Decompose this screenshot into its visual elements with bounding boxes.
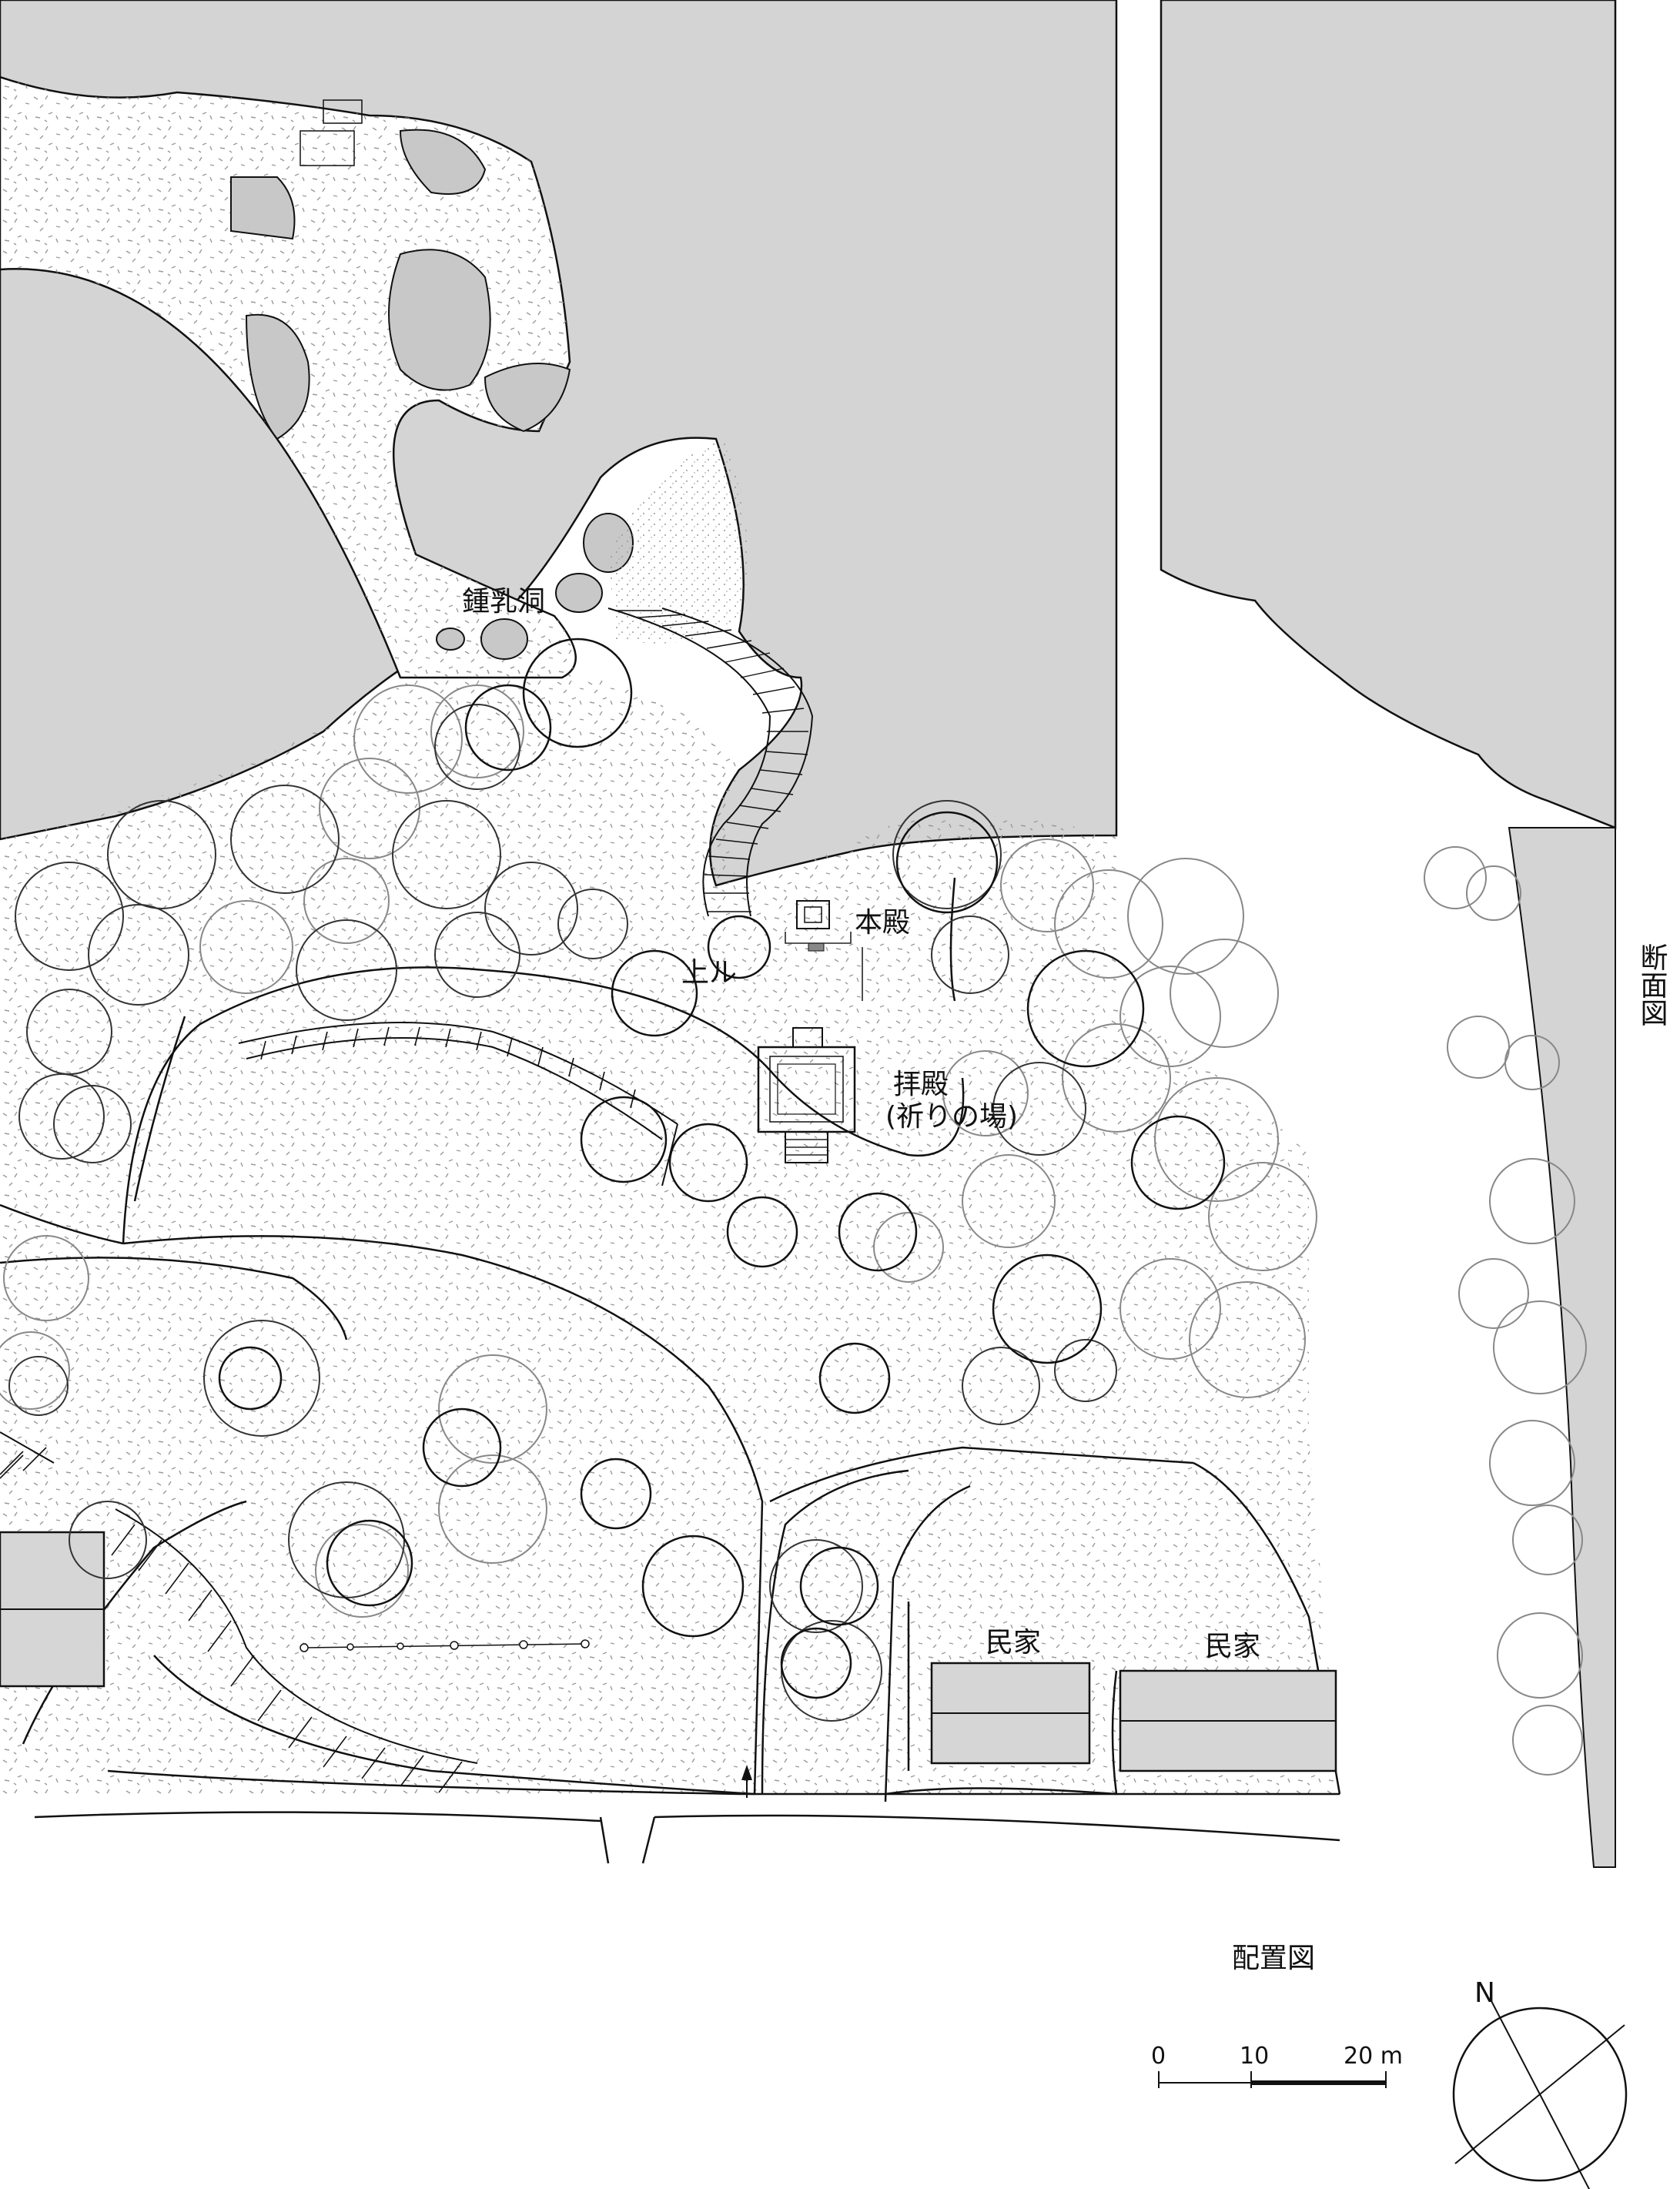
scale-tick-20: 20 m [1344, 2043, 1403, 2070]
scale-tick-10: 10 [1240, 2043, 1269, 2070]
main-hall-building [785, 900, 863, 1001]
worship-hall-building [757, 1027, 856, 1163]
house-right-label: 民家 [1205, 1631, 1260, 1662]
houses [0, 1531, 1337, 1772]
worship-hall-sublabel: (祈りの場) [885, 1101, 1018, 1133]
stepping-stone-line [300, 1639, 590, 1652]
grounds [0, 439, 1340, 1794]
main-hall-label: 本殿 [855, 907, 910, 939]
house-left-label: 民家 [986, 1627, 1041, 1658]
section-trees [1424, 846, 1587, 1776]
cave-label: 鍾乳洞 [462, 586, 545, 618]
north-arrow-icon: N [1452, 1977, 1628, 2189]
plan-title: 配置図 [1232, 1943, 1315, 1974]
worship-hall-label: 拝殿 [893, 1069, 949, 1100]
stone-stairway [607, 607, 814, 917]
retaining-wall-hatch [0, 1022, 678, 1793]
entrance-arrow-icon [741, 1765, 752, 1798]
scale-bar: 0 10 20 m [1151, 2043, 1403, 2088]
scale-tick-0: 0 [1151, 2043, 1166, 2070]
upper-ru-label: 上ル [681, 957, 737, 989]
north-letter: N [1474, 1977, 1495, 2009]
site-lines [0, 877, 1341, 1864]
section-title: 断面図 [1636, 943, 1668, 1026]
trees [0, 638, 1317, 1722]
cave-area [0, 75, 577, 679]
